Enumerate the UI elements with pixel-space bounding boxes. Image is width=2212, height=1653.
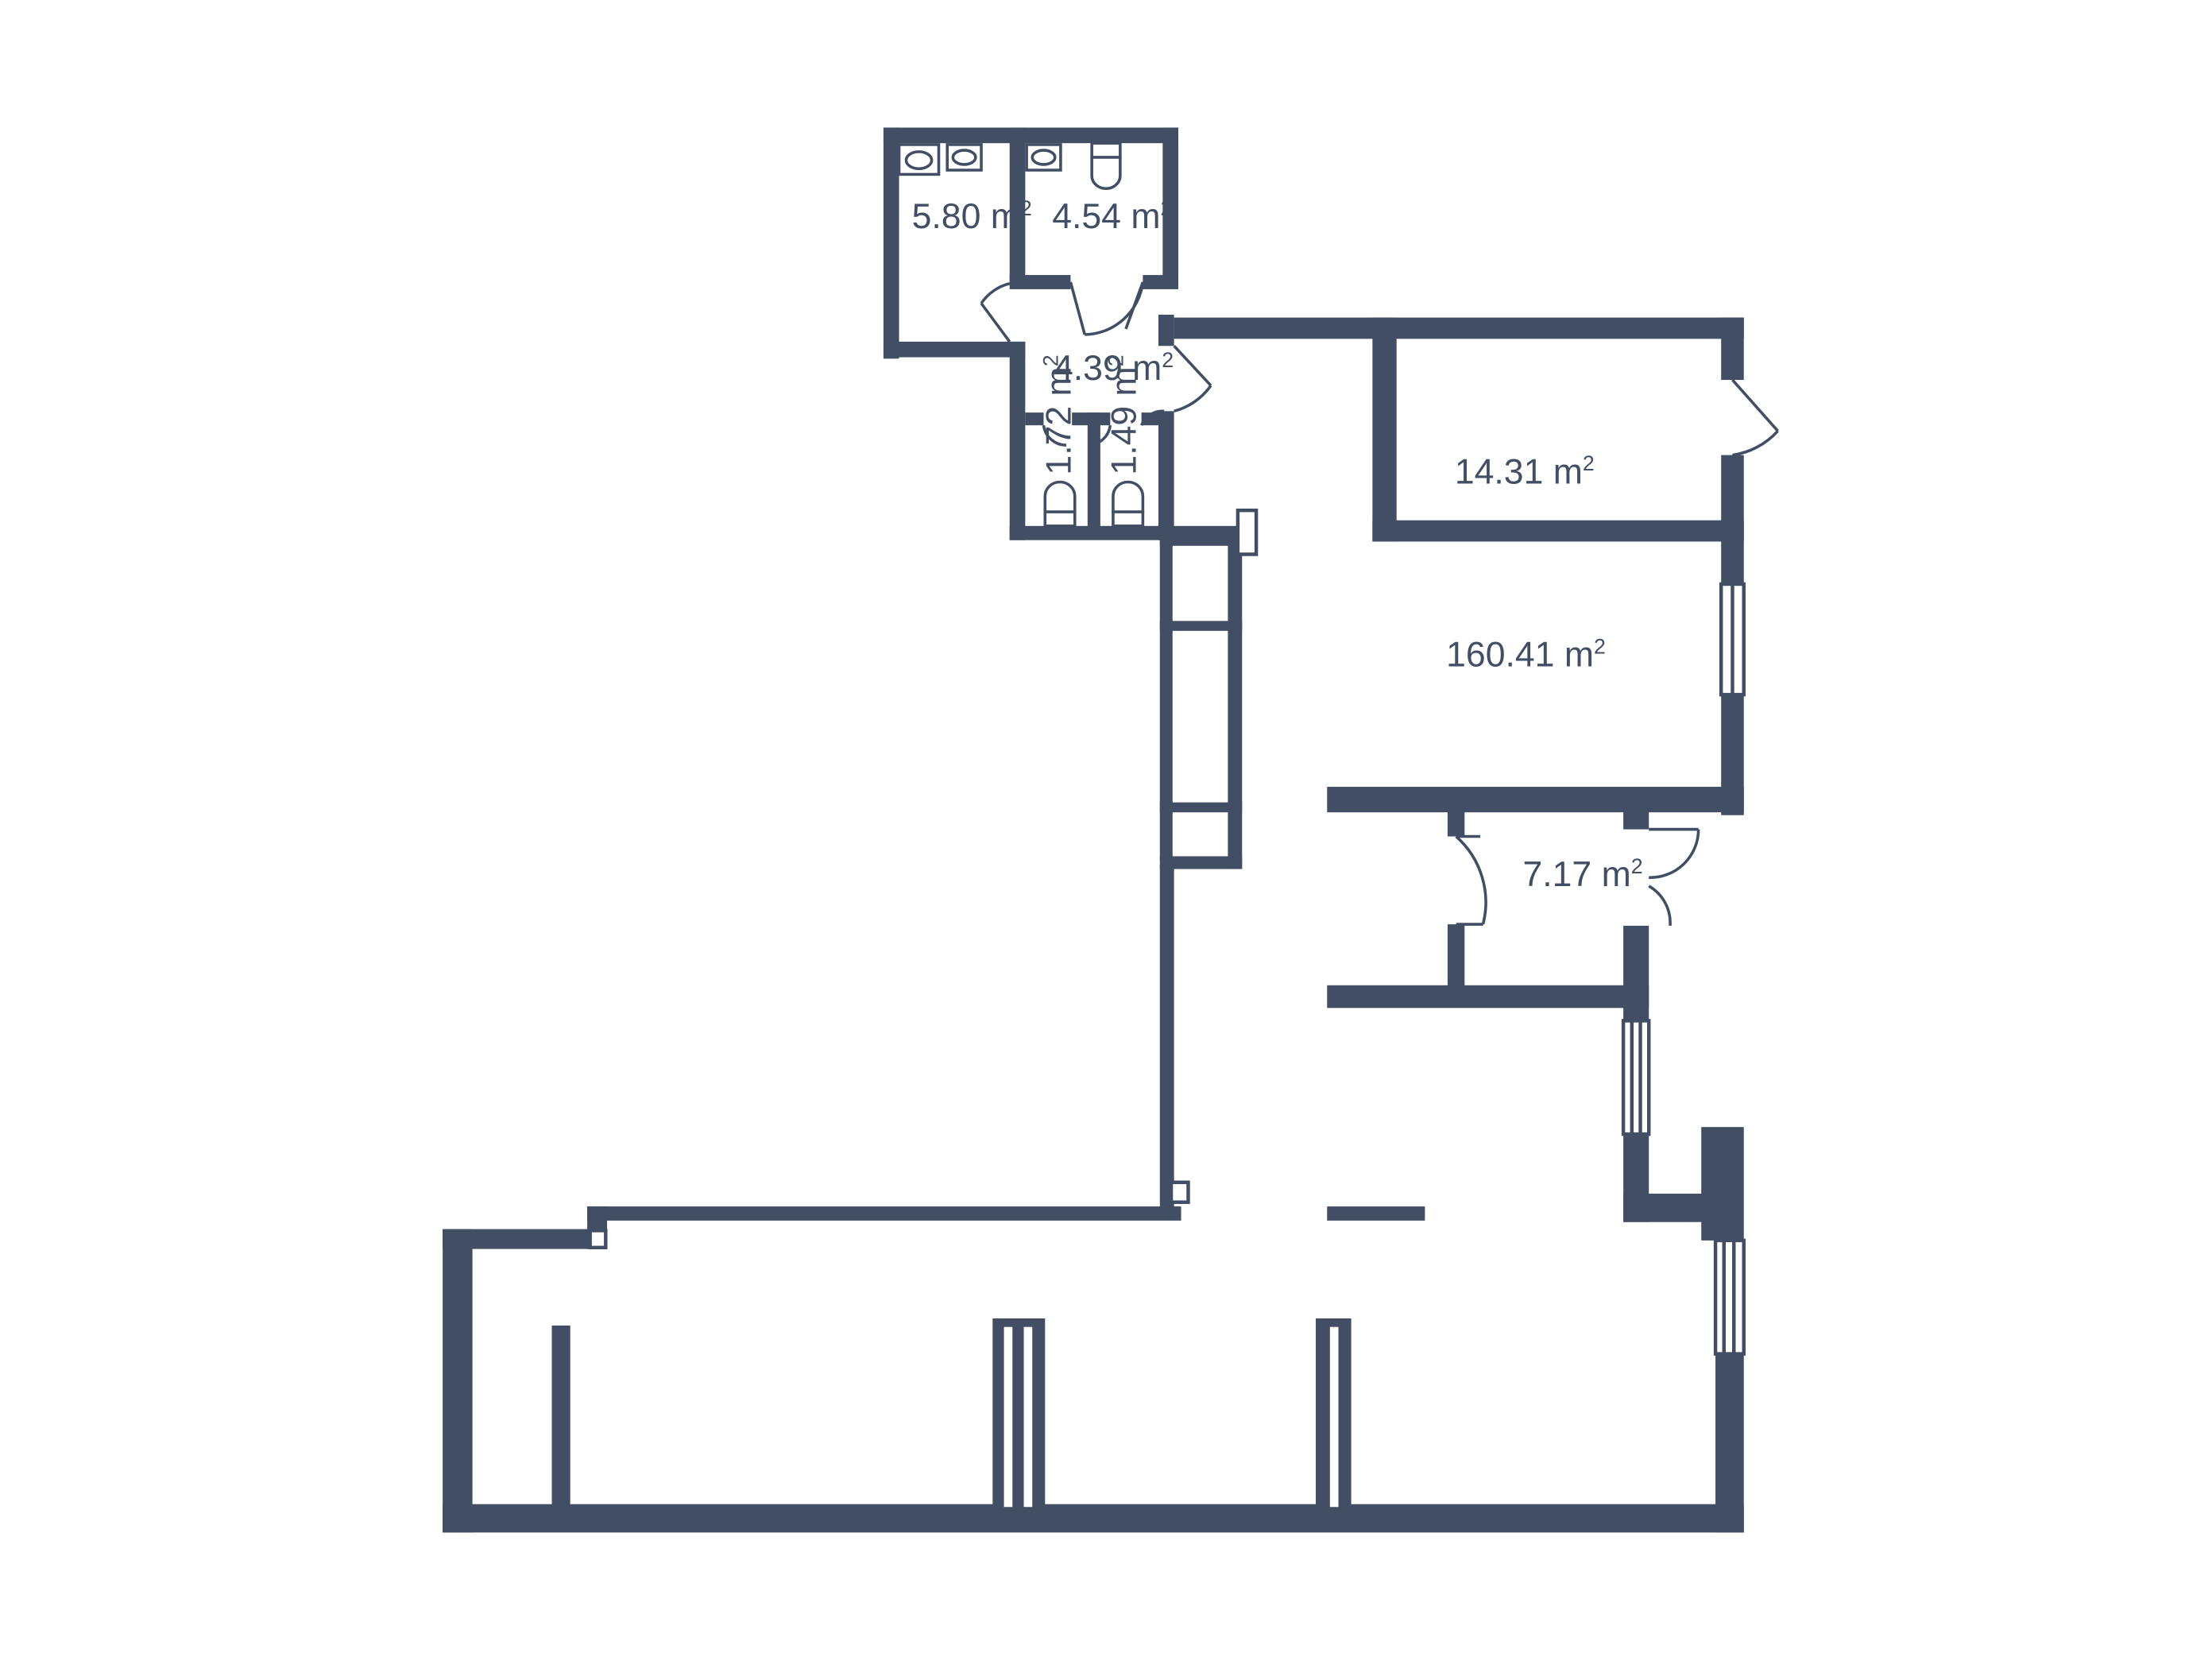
room-area-label: 5.80 m2 [912,196,1032,236]
door-swing-icon [1173,345,1212,413]
room-area-label: 4.54 m2 [1052,196,1172,236]
door-swing-icon [1648,827,1700,926]
room-area-label: 7.17 m2 [1522,854,1642,894]
doors [980,281,1779,926]
room-area-label: 14.31 m2 [1455,451,1595,491]
sink-icon [897,143,941,176]
toilet-icon [1090,141,1122,191]
room-area-label: 1.49 m2 [1104,354,1143,474]
windows [1621,582,1746,1356]
window-icon [1713,1238,1746,1356]
door-swing-icon [980,282,1011,343]
room-area-label: 4.39 m2 [1054,348,1174,388]
door-swing-icon [1455,834,1487,926]
window-icon [1621,1019,1651,1136]
door-swing-icon [1069,281,1145,336]
area-labels: 5.80 m2 4.54 m2 4.39 m2 1.72 m2 1.49 m2 … [912,196,1643,894]
walls [443,127,1744,1533]
toilet-icon [1043,480,1077,528]
partition-slots [1004,547,1339,1508]
shaft-stubs [588,508,1259,1250]
room-area-label: 160.41 m2 [1446,634,1606,674]
window-icon [1719,582,1746,697]
door-swing-icon [1731,378,1779,457]
toilet-icon [1112,480,1145,528]
room-area-label: 1.72 m2 [1038,354,1078,474]
sink-icon [1025,143,1062,172]
fixtures [897,141,1145,528]
sink-icon [946,143,983,172]
door-swing-icon [1042,409,1165,447]
